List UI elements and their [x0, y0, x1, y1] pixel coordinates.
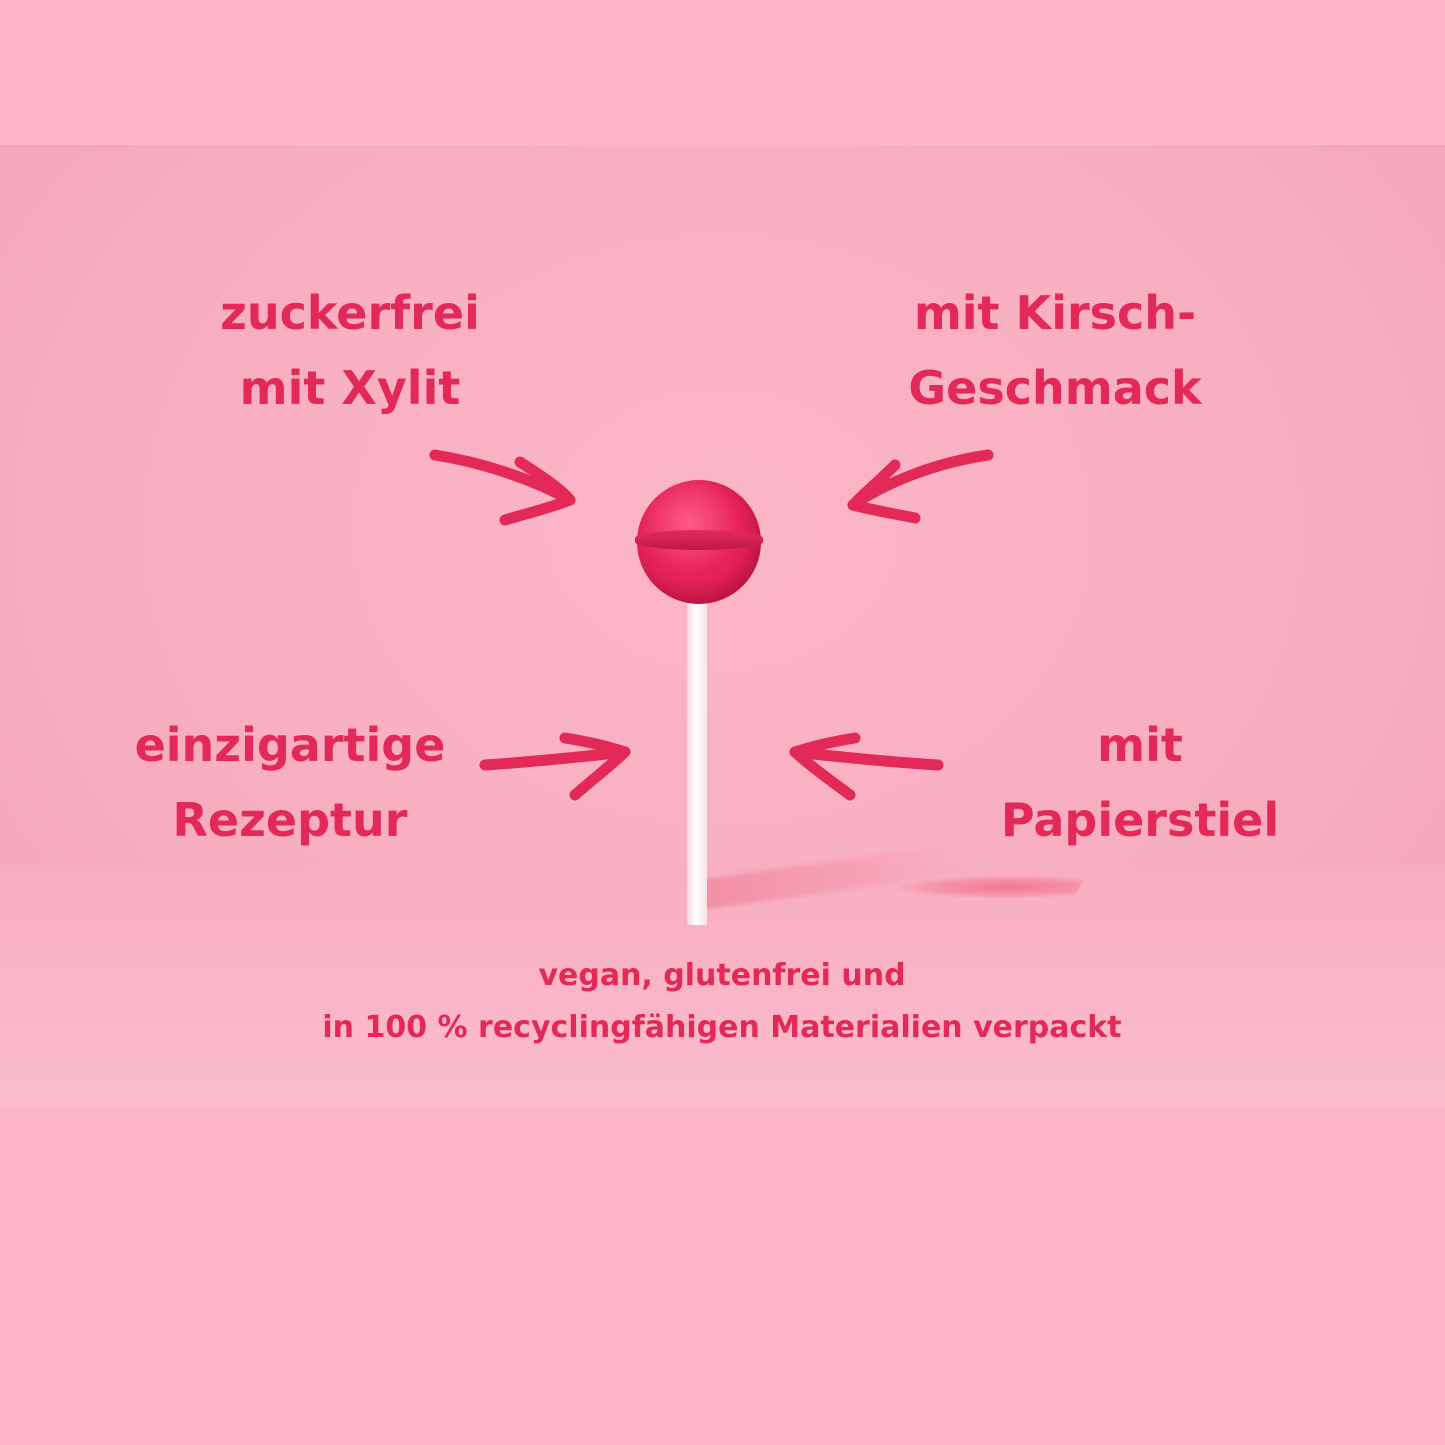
lollipop-candy: [635, 480, 763, 604]
label-top-left-line2: mit Xylit: [239, 361, 461, 415]
photo-floor: [0, 865, 1445, 1107]
footer-text: vegan, glutenfrei und in 100 % recycling…: [222, 950, 1222, 1054]
label-top-left-line1: zuckerfrei: [220, 286, 480, 340]
label-top-right-line1: mit Kirsch-: [913, 286, 1197, 340]
label-bottom-right-line1: mit: [1097, 718, 1183, 772]
lollipop-photo: [0, 145, 1445, 1107]
label-top-right: mit Kirsch- Geschmack: [880, 276, 1230, 426]
footer-line1: vegan, glutenfrei und: [538, 958, 906, 993]
label-bottom-left-line2: Rezeptur: [172, 793, 408, 847]
label-bottom-right-line2: Papierstiel: [1000, 793, 1280, 847]
label-top-right-line2: Geschmack: [908, 361, 1202, 415]
label-bottom-left-line1: einzigartige: [134, 718, 446, 772]
candy-seam: [635, 530, 763, 550]
label-bottom-left: einzigartige Rezeptur: [120, 708, 460, 858]
label-bottom-right: mit Papierstiel: [980, 708, 1300, 858]
label-top-left: zuckerfrei mit Xylit: [205, 276, 495, 426]
footer-line2: in 100 % recyclingfähigen Materialien ve…: [322, 1010, 1122, 1045]
lollipop-stick: [687, 585, 707, 925]
